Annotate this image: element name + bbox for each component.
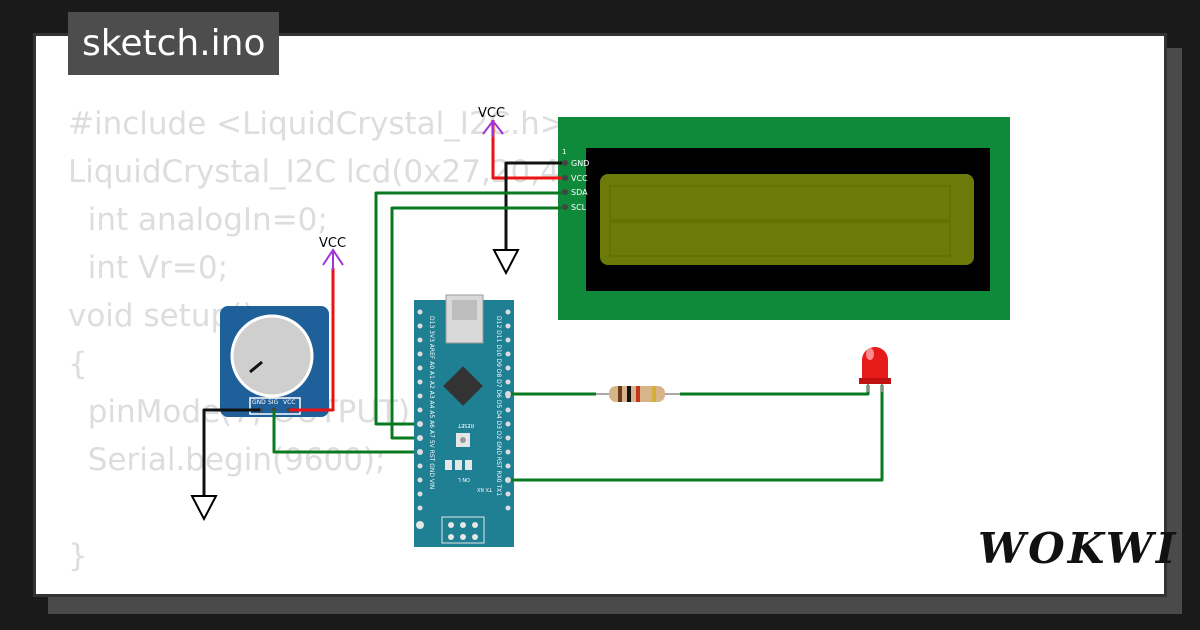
code-line: int Vr=0;	[68, 250, 229, 286]
nano-pin-hole	[505, 365, 511, 371]
nano-reset-label: RESET	[457, 422, 474, 428]
nano-pin-hole	[505, 435, 511, 441]
nano-pin-hole	[417, 393, 423, 399]
nano-pin-hole	[505, 323, 511, 329]
wire-lcd-gnd[interactable]	[504, 161, 562, 250]
nano-txrx-label: TX RX	[476, 486, 493, 492]
code-line: {	[68, 346, 88, 382]
potentiometer[interactable]: GND SIG VCC	[220, 306, 329, 417]
resistor[interactable]	[596, 386, 680, 402]
nano-right-pin-labels: D12 D11 D10 D9 D8 D7 D6 D5 D4 D3 D2 GND …	[495, 316, 502, 496]
nano-pin-hole	[417, 505, 423, 511]
code-line: Serial.begin(9600);	[68, 442, 386, 478]
nano-pin-hole	[417, 309, 423, 315]
nano-pin-hole	[505, 491, 511, 497]
wire-pot-gnd[interactable]	[202, 408, 260, 496]
code-line: #include <LiquidCrystal_I2C.h>	[68, 106, 566, 142]
code-line: LiquidCrystal_I2C lcd(0x27,20,4);	[68, 154, 583, 190]
nano-pin-hole	[417, 351, 423, 357]
nano-pin-hole	[417, 407, 423, 413]
nano-pin-hole	[417, 323, 423, 329]
pot-pin-sig: SIG	[268, 399, 279, 406]
nano-pin-hole	[417, 477, 423, 483]
nano-pin-hole	[505, 309, 511, 315]
code-line: }	[68, 538, 88, 574]
wire-pot-vcc[interactable]	[289, 268, 335, 412]
wire-resistor-led[interactable]	[680, 385, 870, 396]
red-led[interactable]	[859, 347, 891, 392]
ground-symbol-pot	[190, 495, 218, 522]
nano-pin-hole	[505, 463, 511, 469]
nano-pin-hole	[417, 365, 423, 371]
nano-left-pin-labels: D13 3V3 AREF A0 A1 A2 A3 A4 A5 A6 A7 5V …	[428, 316, 435, 489]
vcc-label-lcd: VCC	[478, 106, 505, 121]
wire-lcd-vcc[interactable]	[491, 120, 562, 180]
nano-pin-hole	[505, 407, 511, 413]
arduino-nano[interactable]: D13 3V3 AREF A0 A1 A2 A3 A4 A5 A6 A7 5V …	[414, 294, 514, 547]
nano-pin-hole	[505, 351, 511, 357]
vcc-arrow-pot: VCC	[319, 236, 346, 270]
pot-pin-vcc: VCC	[283, 399, 295, 406]
lcd-pin-vcc: VCC	[571, 174, 588, 183]
nano-pin-hole	[505, 449, 511, 455]
wire-led-gnd[interactable]	[508, 385, 884, 482]
lcd-display[interactable]: 1 GND VCC SDA SCL	[558, 117, 1010, 320]
vcc-label-pot: VCC	[319, 236, 346, 251]
lcd-pin-gnd: GND	[571, 159, 589, 168]
nano-pin-hole	[505, 421, 511, 427]
vcc-arrow-lcd: VCC	[478, 106, 505, 137]
nano-pin-hole	[417, 379, 423, 385]
nano-pin-hole	[505, 337, 511, 343]
nano-pin-hole	[505, 505, 511, 511]
nano-pin-hole	[417, 491, 423, 497]
wire-pot-sig[interactable]	[272, 410, 420, 454]
lcd-pin1-label: 1	[562, 148, 566, 156]
wokwi-logo: WOKWI	[978, 524, 1179, 573]
nano-pin-hole	[417, 463, 423, 469]
wire-lcd-sda[interactable]	[374, 191, 562, 426]
code-line: int analogIn=0;	[68, 202, 328, 238]
wire-lcd-scl[interactable]	[390, 206, 562, 440]
lcd-pin-sda: SDA	[571, 188, 588, 197]
nano-pin-hole	[505, 379, 511, 385]
pot-pin-gnd: GND	[252, 399, 266, 406]
lcd-pin-scl: SCL	[571, 203, 587, 212]
nano-on-label: ON L	[458, 476, 470, 482]
nano-pin-hole	[417, 337, 423, 343]
ground-symbol-lcd	[492, 249, 520, 276]
sketch-title: sketch.ino	[68, 12, 280, 75]
